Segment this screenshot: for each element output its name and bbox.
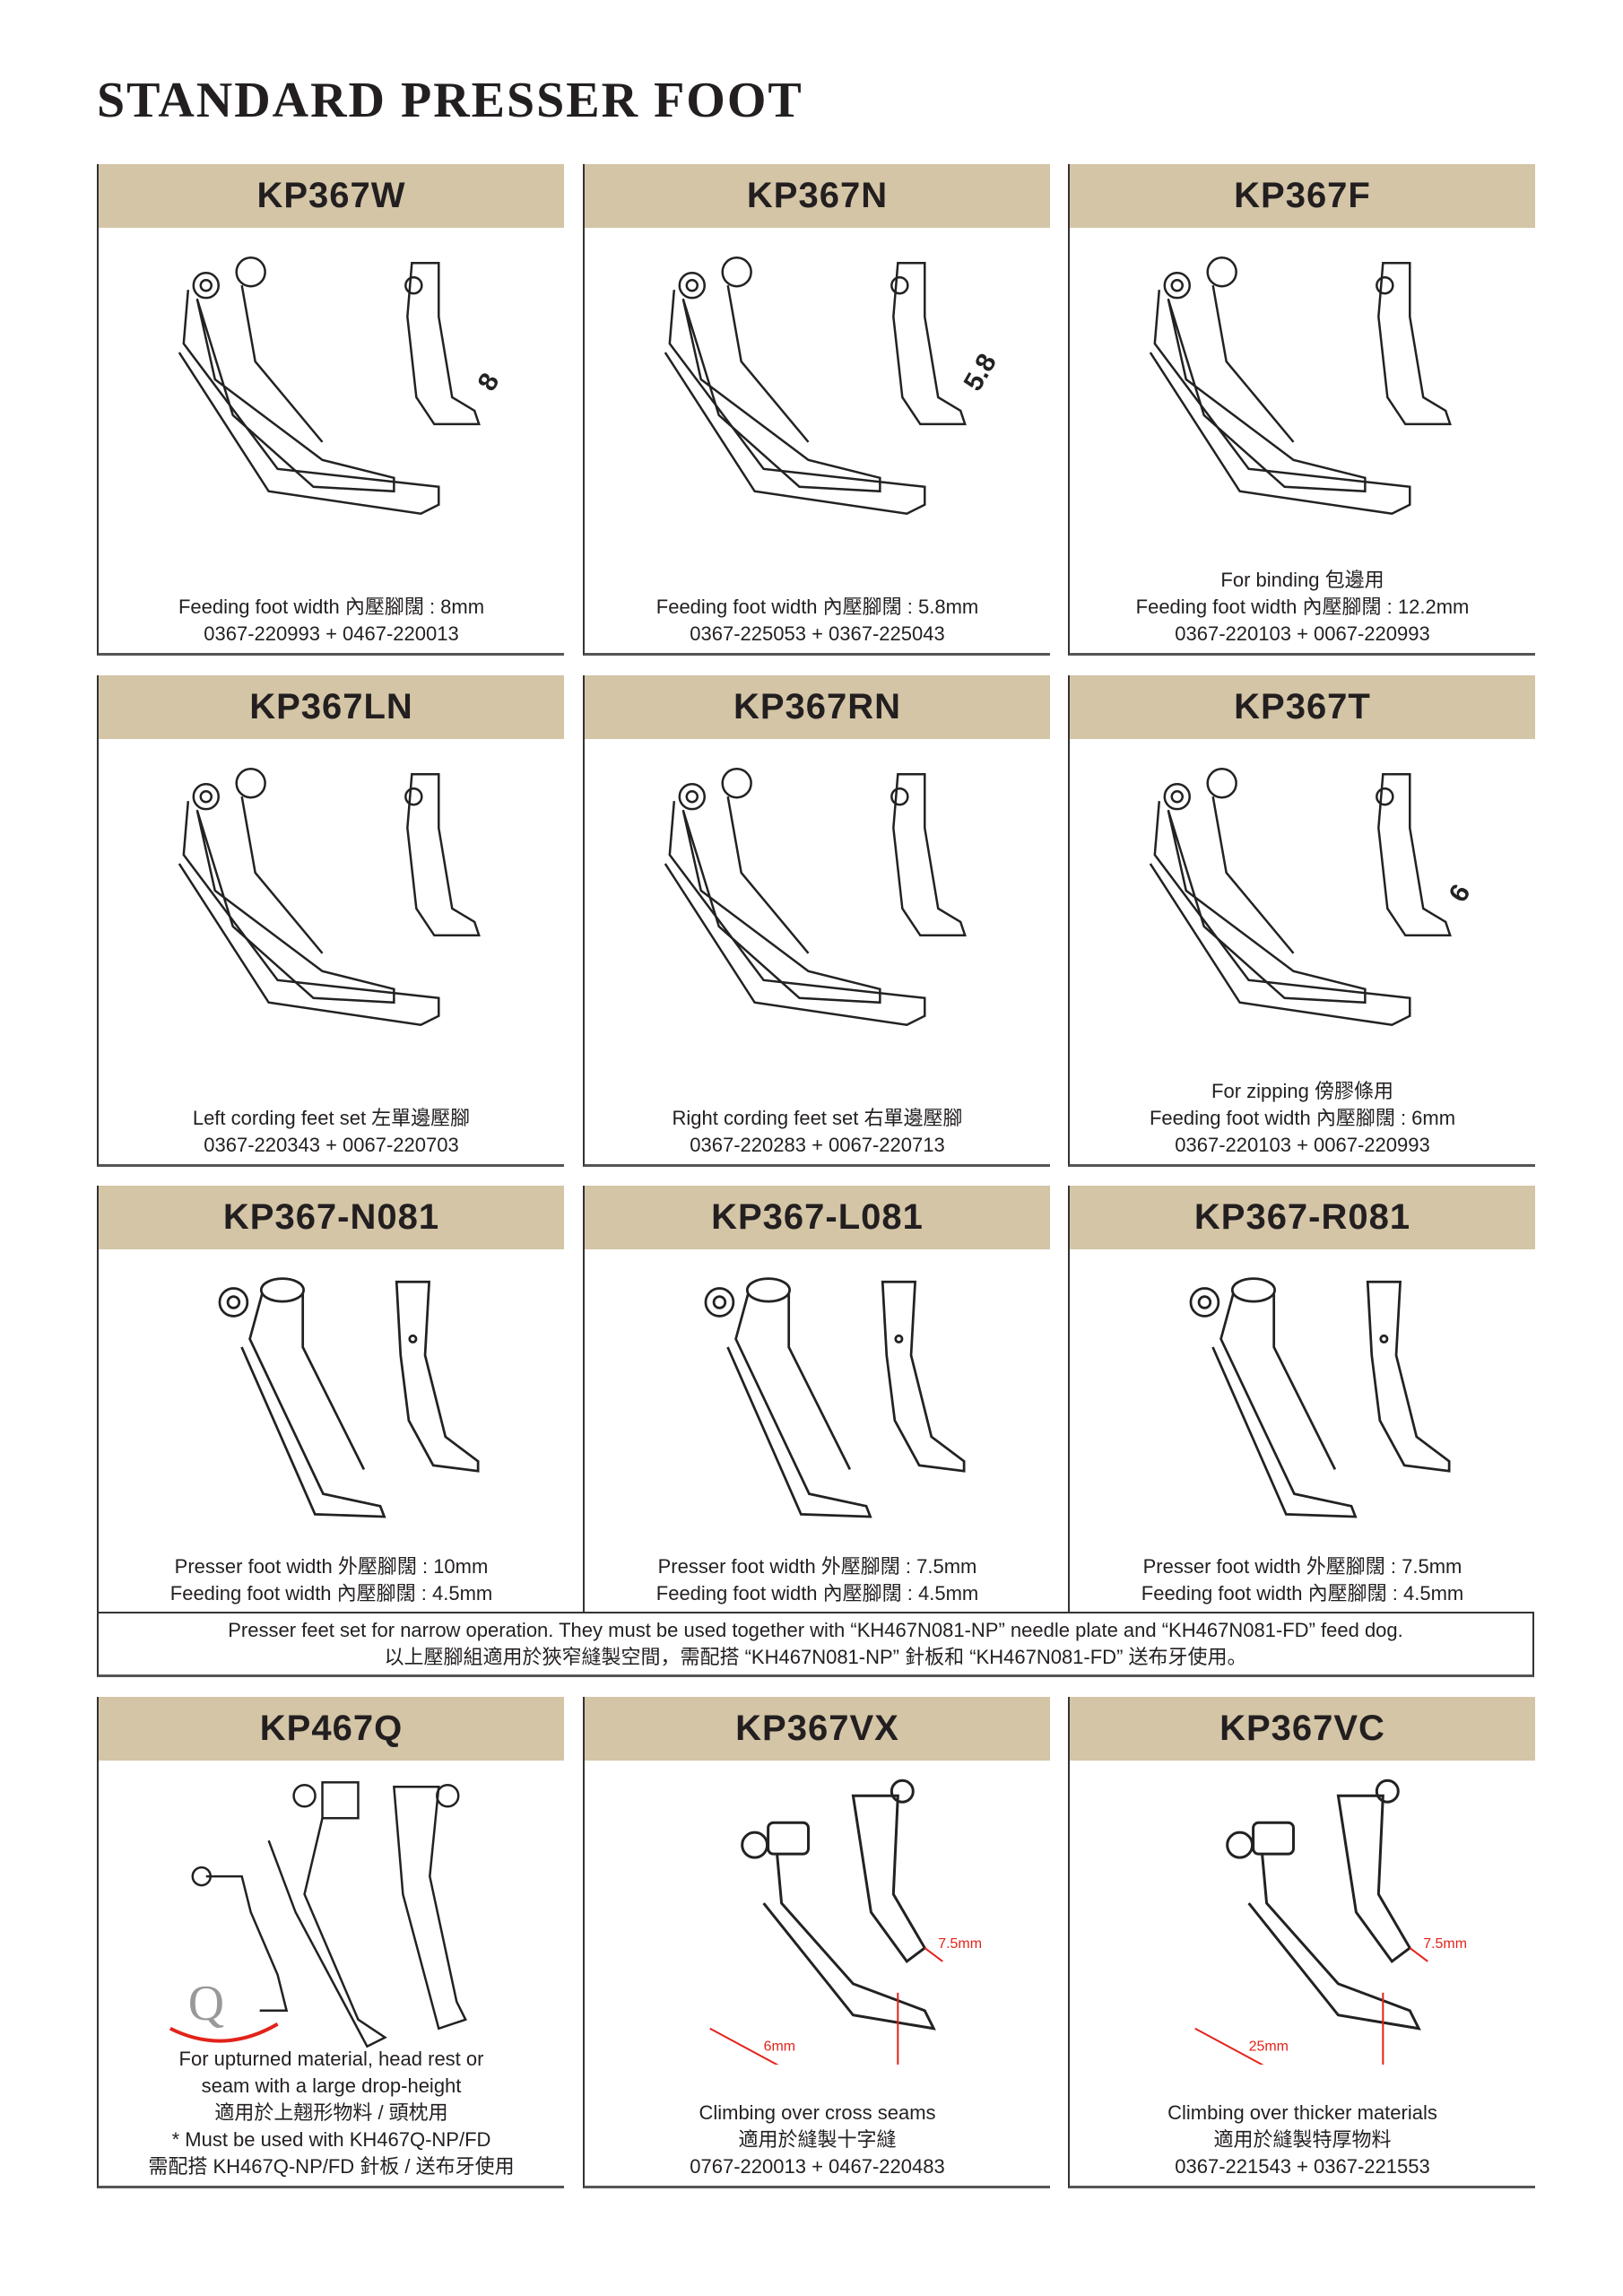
presser-foot-illustration: 8 [178,257,506,516]
product-caption: Feeding foot width 內壓腳闊 : 5.8mm 0367-2250… [585,594,1050,648]
presser-foot-illustration [1189,1277,1451,1518]
product-caption: Left cording feet set 左單邊壓腳 0367-220343 +… [99,1105,564,1159]
product-caption: For upturned material, head rest or seam … [99,2046,564,2180]
product-card-kp467q: KP467Q Q For upturned material, head res… [97,1697,564,2188]
caption-line: Climbing over thicker materials [1167,2101,1437,2124]
product-card-kp367-l081: KP367-L081 Presser foot width 外壓腳闊 : 7.5… [583,1186,1050,1613]
width-mark: 8 [473,369,506,396]
caption-line: 0367-220283 + 0067-220713 [690,1134,945,1156]
presser-foot-illustration: 6 [1149,768,1477,1027]
product-caption: Climbing over thicker materials 適用於縫製特厚物料… [1070,2100,1535,2180]
caption-line: seam with a large drop-height [201,2074,462,2097]
caption-line: For binding 包邊用 [1220,569,1384,591]
dim-label: 6mm [764,2039,795,2055]
width-mark: 5.8 [959,349,1002,396]
model-header: KP467Q [99,1697,564,1761]
product-card-kp367ln: KP367LN Left cording feet set 左單邊壓腳 0367-… [97,675,564,1167]
product-card-kp367t: KP367T 6 For zipping 傍膠條用 Feeding foot wi… [1068,675,1535,1167]
caption-line: Presser foot width 外壓腳闊 : 7.5mm [1142,1555,1462,1578]
caption-line: Presser foot width 外壓腳闊 : 10mm [174,1555,489,1578]
caption-line: * Must be used with KH467Q-NP/FD [171,2128,491,2151]
model-header: KP367RN [585,675,1050,739]
presser-foot-illustration [704,1277,966,1518]
caption-line: 0367-220993 + 0467-220013 [204,622,459,645]
model-header: KP367-L081 [585,1186,1050,1249]
model-header: KP367-N081 [99,1186,564,1249]
caption-line: Feeding foot width 內壓腳闊 : 8mm [178,596,485,618]
model-header: KP367VX [585,1697,1050,1761]
model-header: KP367T [1070,675,1535,739]
page-title: STANDARD PRESSER FOOT [97,73,803,128]
model-header: KP367LN [99,675,564,739]
caption-line: Right cording feet set 右單邊壓腳 [672,1107,963,1129]
presser-foot-illustration [1149,257,1452,516]
product-card-kp367-n081: KP367-N081 Presser foot width 外壓腳闊 : 10m… [97,1186,564,1613]
product-card-kp367vx: KP367VX 7.5mm 6mm 35mm Climbing over cro… [583,1697,1050,2188]
product-card-kp367n: KP367N 5.8 Feeding foot width 內壓腳闊 : 5.8… [583,164,1050,656]
caption-line: 0367-220343 + 0067-220703 [204,1134,459,1156]
caption-line: 0367-220103 + 0067-220993 [1175,1134,1430,1156]
presser-foot-illustration: Q [169,1781,467,2048]
presser-foot-illustration [218,1277,480,1518]
q-logo: Q [188,1976,224,2031]
product-caption: For binding 包邊用 Feeding foot width 內壓腳闊 :… [1070,567,1535,648]
caption-line: Presser foot width 外壓腳闊 : 7.5mm [657,1555,977,1578]
model-header: KP367F [1070,164,1535,228]
caption-line: 0367-221543 + 0367-221553 [1175,2155,1430,2178]
presser-foot-illustration: 7.5mm 25mm 60° [1194,1779,1467,2095]
model-header: KP367VC [1070,1697,1535,1761]
product-card-kp367f: KP367F For binding 包邊用 Feeding foot width… [1068,164,1535,656]
note-english: Presser feet set for narrow operation. T… [228,1619,1403,1641]
product-card-kp367vc: KP367VC 7.5mm 25mm 60° Climbing over thi… [1068,1697,1535,2188]
width-mark: 6 [1444,880,1477,908]
model-header: KP367W [99,164,564,228]
caption-line: For upturned material, head rest or [178,2048,484,2070]
caption-line: 0367-225053 + 0367-225043 [690,622,945,645]
caption-line: Feeding foot width 內壓腳闊 : 4.5mm [1141,1582,1464,1605]
caption-line: 適用於縫製十字縫 [738,2128,897,2151]
dim-label: 7.5mm [938,1936,982,1952]
product-caption: For zipping 傍膠條用 Feeding foot width 內壓腳闊 … [1070,1078,1535,1159]
caption-line: Left cording feet set 左單邊壓腳 [192,1107,471,1129]
model-header: KP367-R081 [1070,1186,1535,1249]
presser-foot-illustration [178,768,481,1027]
caption-line: 需配搭 KH467Q-NP/FD 針板 / 送布牙使用 [148,2155,515,2178]
caption-line: Feeding foot width 內壓腳闊 : 12.2mm [1135,596,1470,618]
caption-line: Feeding foot width 內壓腳闊 : 5.8mm [655,596,979,618]
caption-line: Climbing over cross seams [699,2101,936,2124]
caption-line: 0767-220013 + 0467-220483 [690,2155,945,2178]
product-caption: Climbing over cross seams 適用於縫製十字縫 0767-22… [585,2100,1050,2180]
caption-line: 適用於上翹形物料 / 頭枕用 [214,2101,448,2124]
note-chinese: 以上壓腳組適用於狹窄縫製空間，需配搭 “KH467N081-NP” 針板和 “K… [384,1646,1247,1668]
caption-line: Feeding foot width 內壓腳闊 : 6mm [1149,1107,1456,1129]
caption-line: Feeding foot width 內壓腳闊 : 4.5mm [655,1582,979,1605]
caption-line: Feeding foot width 內壓腳闊 : 4.5mm [169,1582,493,1605]
product-card-kp367rn: KP367RN Right cording feet set 右單邊壓腳 0367… [583,675,1050,1167]
presser-foot-illustration: 7.5mm 6mm 35mm [709,1779,982,2095]
product-caption: Right cording feet set 右單邊壓腳 0367-220283 … [585,1105,1050,1159]
presser-foot-illustration: 5.8 [664,257,1002,516]
product-card-kp367-r081: KP367-R081 Presser foot width 外壓腳闊 : 7.5… [1068,1186,1535,1613]
narrow-operation-note: Presser feet set for narrow operation. T… [97,1612,1534,1677]
dim-label: 7.5mm [1423,1936,1467,1952]
product-card-kp367w: KP367W 8 Feeding foot width 內壓腳闊 : 8mm 03… [97,164,564,656]
caption-line: For zipping 傍膠條用 [1211,1080,1393,1102]
product-caption: Feeding foot width 內壓腳闊 : 8mm 0367-220993… [99,594,564,648]
caption-line: 0367-220103 + 0067-220993 [1175,622,1430,645]
caption-line: 適用於縫製特厚物料 [1213,2128,1392,2151]
presser-foot-illustration [664,768,967,1027]
dim-label: 25mm [1249,2039,1289,2055]
model-header: KP367N [585,164,1050,228]
